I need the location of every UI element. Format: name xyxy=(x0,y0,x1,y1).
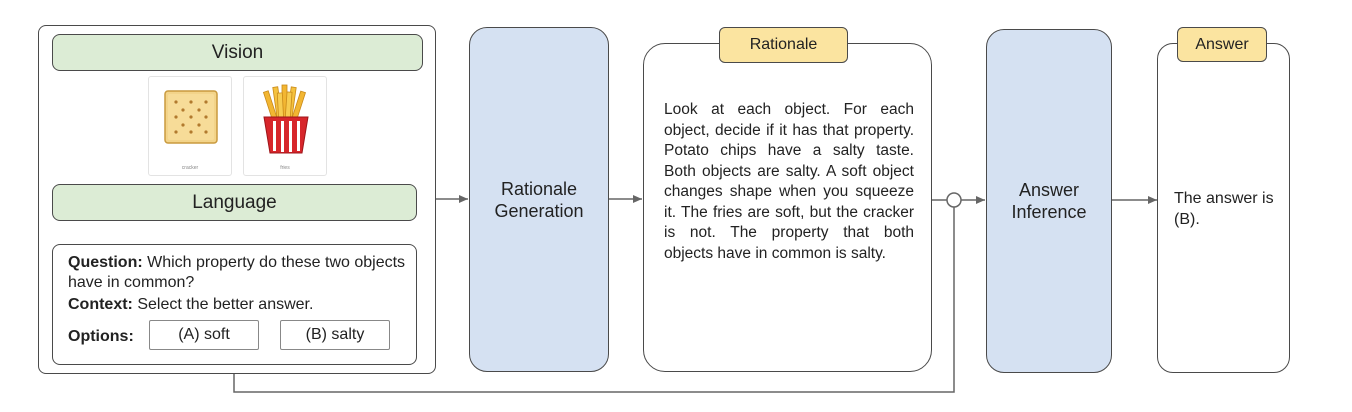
option-b: (B) salty xyxy=(280,320,390,350)
answer-inference-box: Answer Inference xyxy=(986,29,1112,373)
question-box: Question: Which property do these two ob… xyxy=(52,244,417,365)
rationale-panel: Look at each object. For each object, de… xyxy=(643,43,932,372)
input-skip-line xyxy=(233,207,955,393)
options-label: Options: xyxy=(68,328,134,345)
cracker-image xyxy=(164,90,218,144)
cracker-caption: cracker xyxy=(181,165,199,171)
answer-tag: Answer xyxy=(1177,27,1267,62)
answer-inference-line1: Answer xyxy=(1018,180,1080,200)
rationale-generation-line1: Rationale xyxy=(500,178,578,199)
answer-inference-line2: Inference xyxy=(1011,202,1087,222)
context-block: Context: Select the better answer. xyxy=(68,295,408,315)
vision-label: Vision xyxy=(211,41,264,63)
rationale-tag: Rationale xyxy=(719,27,848,63)
rationale-generation-box: Rationale Generation xyxy=(469,27,609,372)
context-text: Select the better answer. xyxy=(137,296,314,313)
fries-card: fries xyxy=(243,76,327,176)
input-panel: Vision cracker xyxy=(38,25,436,374)
rationale-generation-line2: Generation xyxy=(494,200,584,221)
answer-text: The answer is (B). xyxy=(1174,190,1274,228)
language-header: Language xyxy=(52,184,417,221)
cracker-card: cracker xyxy=(148,76,232,176)
fries-caption: fries xyxy=(280,165,290,171)
rationale-tag-label: Rationale xyxy=(749,36,818,53)
question-text: Which property do these two objects have… xyxy=(68,254,406,291)
question-label: Question: xyxy=(68,254,143,271)
rationale-text: Look at each object. For each object, de… xyxy=(664,101,914,262)
answer-tag-label: Answer xyxy=(1195,35,1249,53)
context-label: Context: xyxy=(68,296,133,313)
answer-panel: The answer is (B). xyxy=(1157,43,1290,373)
fries-image xyxy=(262,84,309,154)
vision-header: Vision xyxy=(52,34,423,71)
question-block: Question: Which property do these two ob… xyxy=(68,253,408,293)
junction-node xyxy=(946,192,962,208)
language-label: Language xyxy=(192,191,277,213)
option-a: (A) soft xyxy=(149,320,259,350)
